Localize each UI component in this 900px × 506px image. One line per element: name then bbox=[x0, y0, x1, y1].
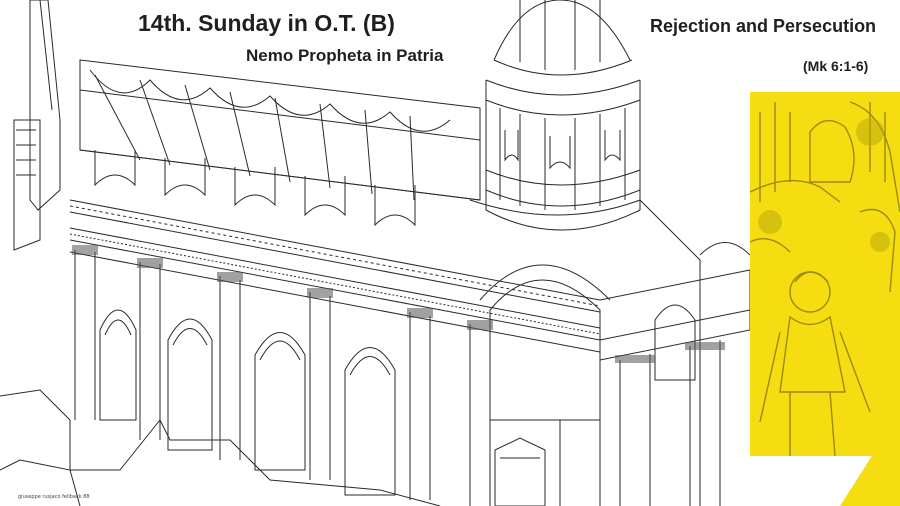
yellow-corner-triangle bbox=[840, 412, 900, 506]
scripture-reference: (Mk 6:1-6) bbox=[803, 58, 869, 74]
yellow-figures-illustration bbox=[750, 92, 900, 456]
slide-theme: Rejection and Persecution bbox=[650, 16, 877, 36]
slide-subtitle: Nemo Propheta in Patria bbox=[246, 46, 444, 65]
slide-title: 14th. Sunday in O.T. (B) bbox=[138, 10, 395, 36]
drawing-credit: giuseppe rusjaco fellback 88 bbox=[18, 494, 90, 500]
